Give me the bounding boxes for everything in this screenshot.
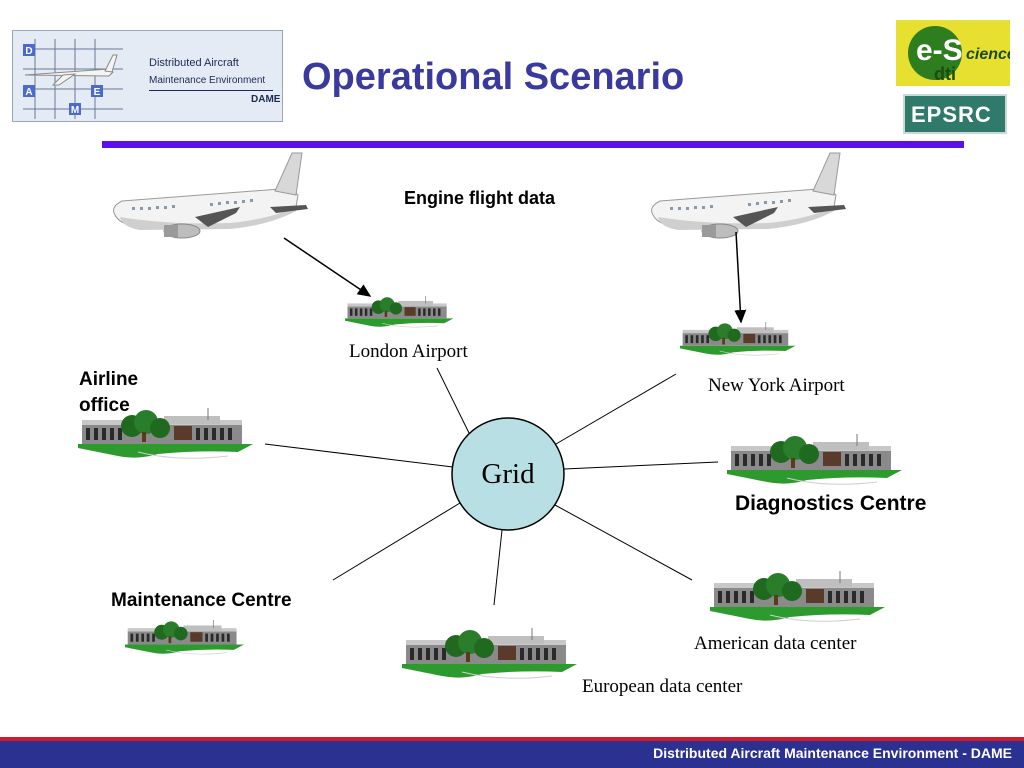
escience-logo-rest: cience — [966, 46, 1010, 63]
label-american-data-center: American data center — [694, 633, 857, 654]
slide-title: Operational Scenario — [302, 56, 685, 98]
dame-letter-e: E — [94, 87, 101, 98]
dame-letter-d: D — [25, 46, 32, 57]
spoke-american — [554, 504, 693, 581]
label-diagnostics-centre: Diagnostics Centre — [735, 492, 927, 515]
footer-bar: Distributed Aircraft Maintenance Environ… — [0, 741, 1024, 768]
spoke-diagnostics — [563, 461, 719, 470]
diagram-canvas — [77, 152, 903, 679]
epsrc-logo-text: EPSRC — [911, 102, 992, 127]
building-diagnostics — [726, 433, 903, 485]
building-american — [709, 570, 886, 622]
arrow-plane-newyork — [734, 231, 747, 324]
epsrc-logo: EPSRC — [903, 94, 1007, 134]
dame-logo-line3: DAME — [251, 94, 281, 105]
arrow-plane-london — [283, 237, 372, 297]
title-underline — [102, 141, 964, 148]
spoke-newyork — [555, 373, 677, 445]
building-european — [401, 627, 578, 679]
dame-logo-line1: Distributed Aircraft — [149, 57, 239, 69]
dame-logo-line2: Maintenance Environment — [149, 75, 266, 86]
aircraft-london — [113, 152, 309, 239]
escience-logo-main: e-S — [916, 34, 963, 67]
building-newyork — [679, 321, 796, 356]
spoke-european — [493, 529, 503, 606]
aircraft-newyork — [651, 152, 847, 239]
spoke-airline — [264, 443, 454, 468]
footer-accent-line — [0, 737, 1024, 741]
escience-logo: e-S cience dti — [896, 20, 1010, 86]
footer-text: Distributed Aircraft Maintenance Environ… — [653, 745, 1012, 761]
dame-logo-graphic: D A E M — [23, 39, 123, 119]
escience-logo-ring — [908, 26, 962, 80]
building-london — [344, 295, 454, 328]
engine-flight-data-label: Engine flight data — [404, 188, 555, 208]
label-european-data-center: European data center — [582, 676, 743, 697]
dame-logo-rule — [149, 90, 273, 91]
spoke-london — [436, 367, 471, 436]
label-london-airport: London Airport — [349, 341, 468, 362]
dame-letter-m: M — [71, 105, 79, 116]
spoke-maintenance — [332, 502, 461, 581]
dame-logo: D A E M Distributed Aircraft Maintenance… — [12, 30, 283, 122]
building-maintenance — [124, 619, 245, 655]
label-airline-office: Airline office — [79, 369, 139, 416]
grid-hub — [451, 417, 565, 531]
grid-hub-label: Grid — [481, 457, 535, 490]
label-maintenance-centre: Maintenance Centre — [111, 590, 292, 611]
label-newyork-airport: New York Airport — [708, 375, 845, 396]
escience-logo-dti: dti — [934, 64, 956, 84]
dame-letter-a: A — [25, 87, 32, 98]
